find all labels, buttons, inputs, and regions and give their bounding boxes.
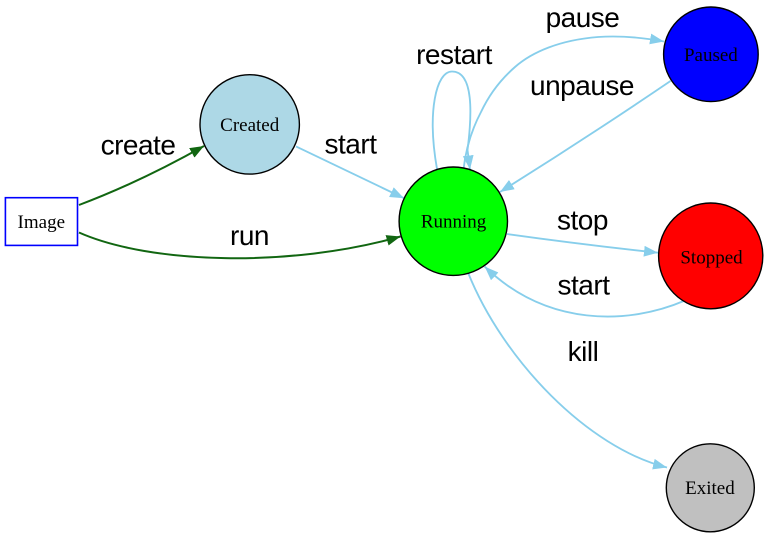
svg-text:run: run bbox=[230, 220, 269, 251]
svg-text:Created: Created bbox=[220, 115, 280, 136]
svg-text:pause: pause bbox=[546, 2, 620, 33]
svg-text:kill: kill bbox=[568, 336, 599, 367]
svg-text:Paused: Paused bbox=[684, 45, 738, 66]
svg-text:Stopped: Stopped bbox=[680, 248, 743, 269]
svg-text:Image: Image bbox=[18, 212, 65, 233]
svg-text:Running: Running bbox=[421, 212, 487, 233]
svg-text:restart: restart bbox=[416, 39, 493, 70]
svg-text:stop: stop bbox=[557, 205, 608, 236]
svg-text:unpause: unpause bbox=[530, 70, 634, 101]
svg-text:Exited: Exited bbox=[685, 478, 735, 499]
svg-text:create: create bbox=[101, 130, 176, 161]
svg-text:start: start bbox=[558, 270, 611, 301]
svg-text:start: start bbox=[325, 129, 378, 160]
